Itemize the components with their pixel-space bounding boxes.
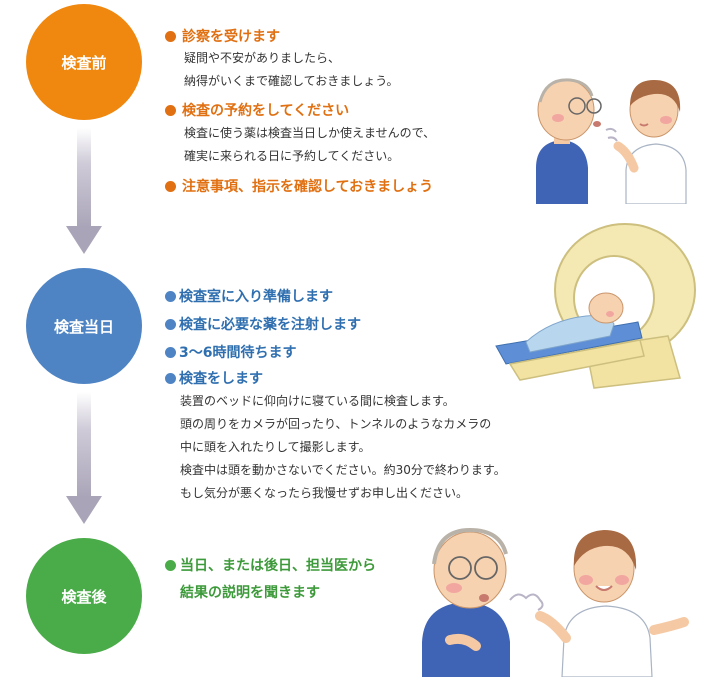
stage-day-circle: 検査当日 [26,268,142,384]
stage-before-circle: 検査前 [26,4,142,120]
stage-after-label: 検査後 [61,587,107,606]
arrow-down-icon [66,128,102,254]
bullet-dot-icon [165,30,176,42]
after-item-1-heading-line2: 結果の説明を聞きます [180,585,320,601]
before-item-1-heading: 診察を受けます [165,26,280,46]
bullet-dot-icon [165,372,176,384]
stage-day-label: 検査当日 [53,317,114,336]
doctor-explanation-illustration [422,527,689,677]
before-item-2-heading: 検査の予約をしてください [165,100,349,120]
day-item-2-heading: 検査に必要な薬を注射します [165,314,361,334]
doctor-consultation-illustration [536,78,687,204]
stage-after-circle: 検査後 [26,538,142,654]
day-item-3-heading: 3～6時間待ちます [165,342,296,362]
day-item-1-heading: 検査室に入り準備します [165,286,333,306]
bullet-dot-icon [165,318,176,330]
bullet-dot-icon [165,104,176,116]
scanner-illustration [495,223,696,389]
arrow-down-icon [66,392,102,524]
bullet-dot-icon [165,559,176,571]
before-item-3-heading: 注意事項、指示を確認しておきましょう [165,176,433,196]
day-item-4-heading: 検査をします [165,368,263,388]
before-item-1-text: 疑問や不安がありましたら、 納得がいくまで確認しておきましょう。 [184,51,399,88]
day-item-4-text: 装置のベッドに仰向けに寝ている間に検査します。 頭の周りをカメラが回ったり、トン… [180,394,506,500]
bullet-dot-icon [165,290,176,302]
after-item-1-heading: 当日、または後日、担当医から [165,555,376,575]
bullet-dot-icon [165,346,176,358]
bullet-dot-icon [165,180,176,192]
stage-before-label: 検査前 [61,53,107,72]
before-item-2-text: 検査に使う薬は検査当日しか使えませんので、 確実に来られる日に予約してください。 [184,126,436,163]
